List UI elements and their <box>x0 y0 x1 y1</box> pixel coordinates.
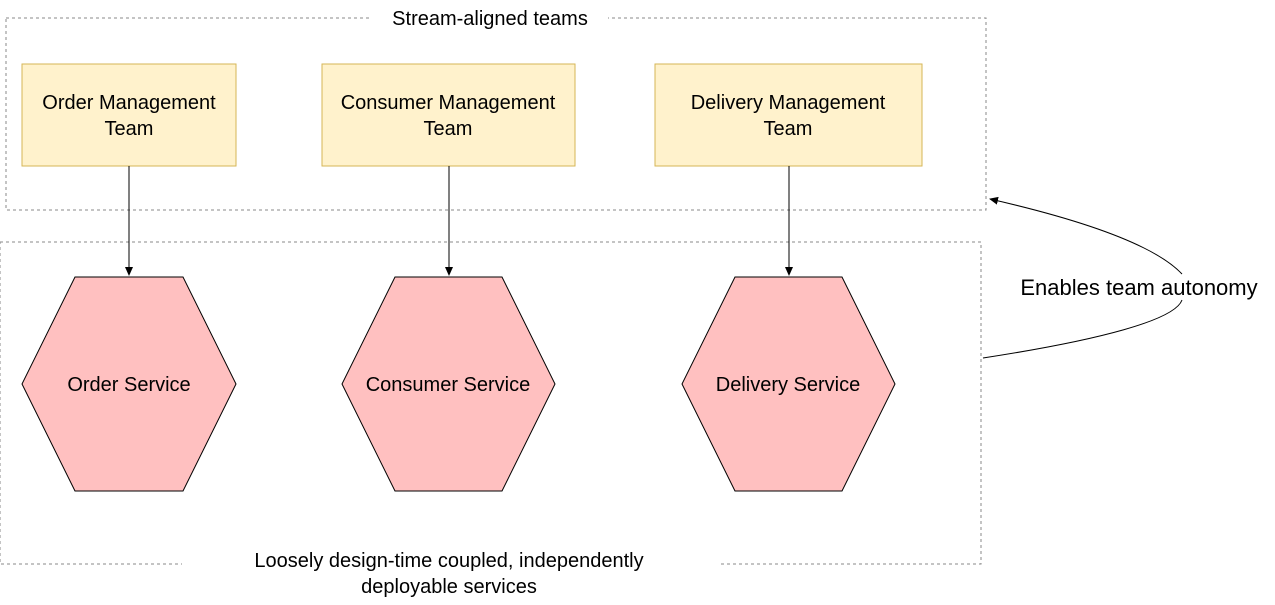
team-box <box>321 63 576 167</box>
teams-group-border <box>5 17 987 211</box>
autonomy-label: Enables team autonomy <box>1020 275 1257 300</box>
team-box <box>21 63 237 167</box>
service-label: Delivery Service <box>716 374 860 396</box>
services-group: Loosely design-time coupled, independent… <box>0 241 982 604</box>
team-label-line1: Consumer Management <box>341 92 556 114</box>
team-consumer-management: Consumer Management Team <box>321 63 576 167</box>
team-label-line2: Team <box>764 118 813 140</box>
autonomy-arrow <box>989 196 1183 275</box>
services-group-border <box>0 241 982 565</box>
service-order: Order Service <box>21 276 237 492</box>
team-label-line2: Team <box>424 118 473 140</box>
service-hexagon <box>21 276 237 492</box>
team-label-line1: Order Management <box>42 92 216 114</box>
services-group-title-bg <box>182 544 720 604</box>
team-order-management: Order Management Team <box>21 63 237 167</box>
teams-group: Stream-aligned teams <box>5 6 987 211</box>
services-group-title-line1: Loosely design-time coupled, independent… <box>254 550 643 572</box>
autonomy-arrow <box>982 299 1183 359</box>
service-label: Consumer Service <box>366 374 531 396</box>
team-label-line2: Team <box>105 118 154 140</box>
teams-group-title-bg <box>372 6 608 30</box>
team-delivery-management: Delivery Management Team <box>654 63 923 167</box>
service-hexagon <box>681 276 896 492</box>
service-consumer: Consumer Service <box>341 276 556 492</box>
service-label: Order Service <box>67 374 190 396</box>
service-delivery: Delivery Service <box>681 276 896 492</box>
teams-group-title: Stream-aligned teams <box>392 8 588 30</box>
services-group-title-line2: deployable services <box>361 576 537 598</box>
service-hexagon <box>341 276 556 492</box>
team-label-line1: Delivery Management <box>691 92 886 114</box>
team-box <box>654 63 923 167</box>
